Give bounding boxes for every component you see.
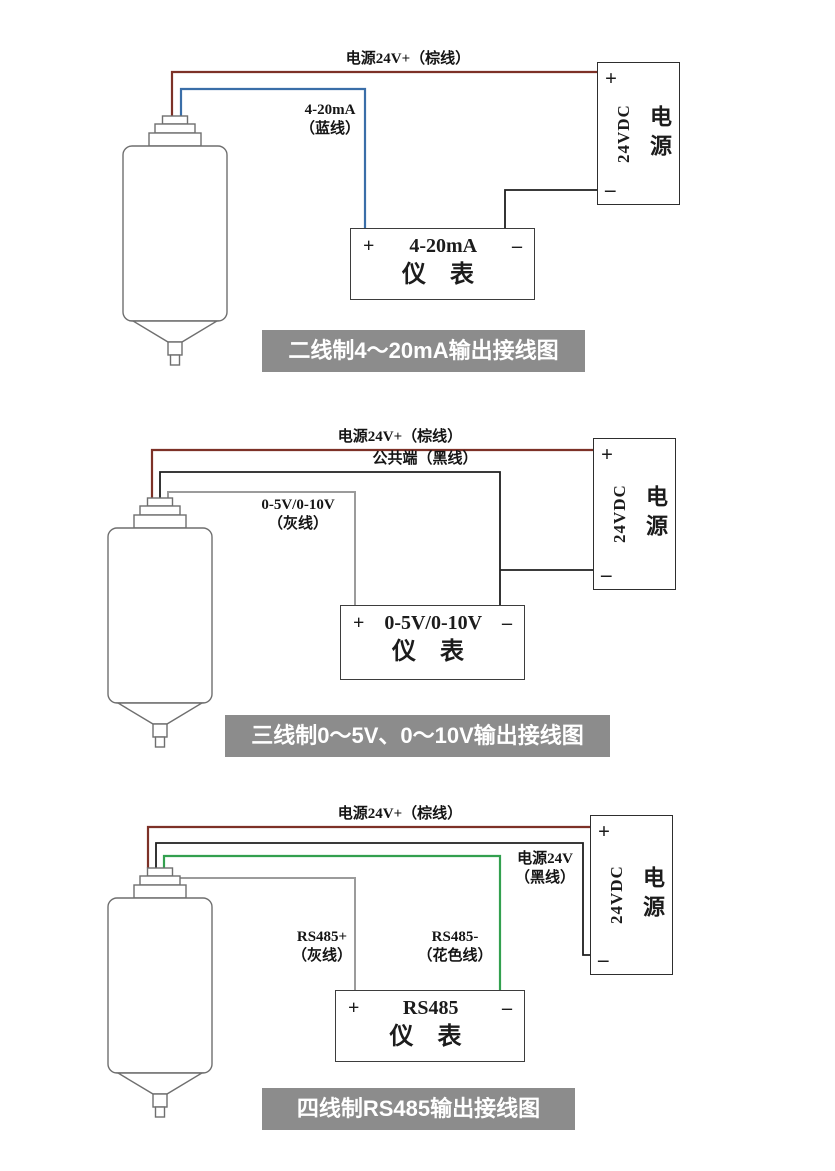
d2-common-wire-label: 公共端（黑线） <box>372 451 478 467</box>
d2-meter-title: 0-5V/0-10V <box>384 612 483 634</box>
d3-psu-name: 电源 <box>640 866 665 924</box>
d2-psu-minus-terminal: – <box>601 562 612 586</box>
d1-power-wire-brown <box>170 70 597 116</box>
caption-three-wire: 三线制0～5V、0～10V输出接线图 <box>225 715 610 757</box>
caption-four-wire: 四线制RS485输出接线图 <box>262 1088 575 1130</box>
d2-meter-name: 仪 表 <box>392 639 473 665</box>
d3-rs485-minus-wire-green <box>162 854 502 990</box>
d1-psu-minus-terminal: – <box>605 177 616 201</box>
d3-psu-voltage-label: 24VDC <box>607 865 626 924</box>
d1-meter-minus-terminal: – <box>511 235 522 257</box>
d2-signal-wire-label: 0-5V/0-10V （灰线） <box>261 497 335 532</box>
d3-meter-plus-terminal: + <box>348 997 360 1019</box>
d3-psu-plus-terminal: + <box>598 819 610 843</box>
d3-rs485-plus-wire-gray <box>175 877 356 990</box>
d3-rs485-plus-wire-label: RS485+ （灰线） <box>291 929 352 964</box>
d2-signal-wire-gray <box>167 491 356 605</box>
d3-psu-minus-terminal: – <box>598 947 609 971</box>
d3-meter-box: + RS485 – 仪 表 <box>335 990 525 1062</box>
d2-meter-plus-terminal: + <box>353 612 365 634</box>
d3-meter-title: RS485 <box>402 997 459 1019</box>
d3-meter-name: 仪 表 <box>389 1024 471 1050</box>
d1-meter-name: 仪 表 <box>402 262 483 288</box>
d2-meter-minus-terminal: – <box>501 612 512 634</box>
d2-meter-box: + 0-5V/0-10V – 仪 表 <box>340 605 525 680</box>
d3-power-negative-wire-label: 电源24V （黑线） <box>514 851 575 886</box>
d1-psu-plus-terminal: + <box>605 66 617 90</box>
d1-power-supply-box: + – 24VDC 电源 <box>597 62 680 205</box>
sensor-illustration-1 <box>122 115 228 366</box>
d3-rs485-minus-wire-label: RS485- （花色线） <box>417 929 493 964</box>
d2-psu-name: 电源 <box>643 485 668 543</box>
caption-two-wire: 二线制4～20mA输出接线图 <box>262 330 585 372</box>
d1-psu-voltage-label: 24VDC <box>614 103 633 163</box>
d1-meter-to-psu-wire-black <box>504 189 597 228</box>
d1-signal-wire-label: 4-20mA （蓝线） <box>299 102 360 137</box>
d2-common-wire-black <box>159 471 501 605</box>
sensor-illustration-2 <box>107 497 213 748</box>
d2-power-wire-brown <box>150 448 593 498</box>
d1-meter-title: 4-20mA <box>409 235 478 257</box>
d3-meter-minus-terminal: – <box>501 997 512 1019</box>
d1-meter-plus-terminal: + <box>363 235 375 257</box>
sensor-illustration-3 <box>107 867 213 1118</box>
d3-power-neg-wire-black <box>155 842 590 956</box>
d3-power-supply-box: + – 24VDC 电源 <box>590 815 673 975</box>
d3-power-wire-brown <box>146 825 590 868</box>
d1-power-wire-label: 电源24V+（棕线） <box>345 51 471 67</box>
d2-psu-voltage-label: 24VDC <box>610 484 629 543</box>
d1-meter-box: + 4-20mA – 仪 表 <box>350 228 535 300</box>
d2-psu-plus-terminal: + <box>601 442 613 466</box>
d2-power-supply-box: + – 24VDC 电源 <box>593 438 676 590</box>
d2-power-wire-label: 电源24V+（棕线） <box>337 429 463 445</box>
d1-signal-wire-blue <box>179 87 367 228</box>
d3-power-wire-label: 电源24V+（棕线） <box>337 806 463 822</box>
d1-psu-name: 电源 <box>647 104 672 163</box>
